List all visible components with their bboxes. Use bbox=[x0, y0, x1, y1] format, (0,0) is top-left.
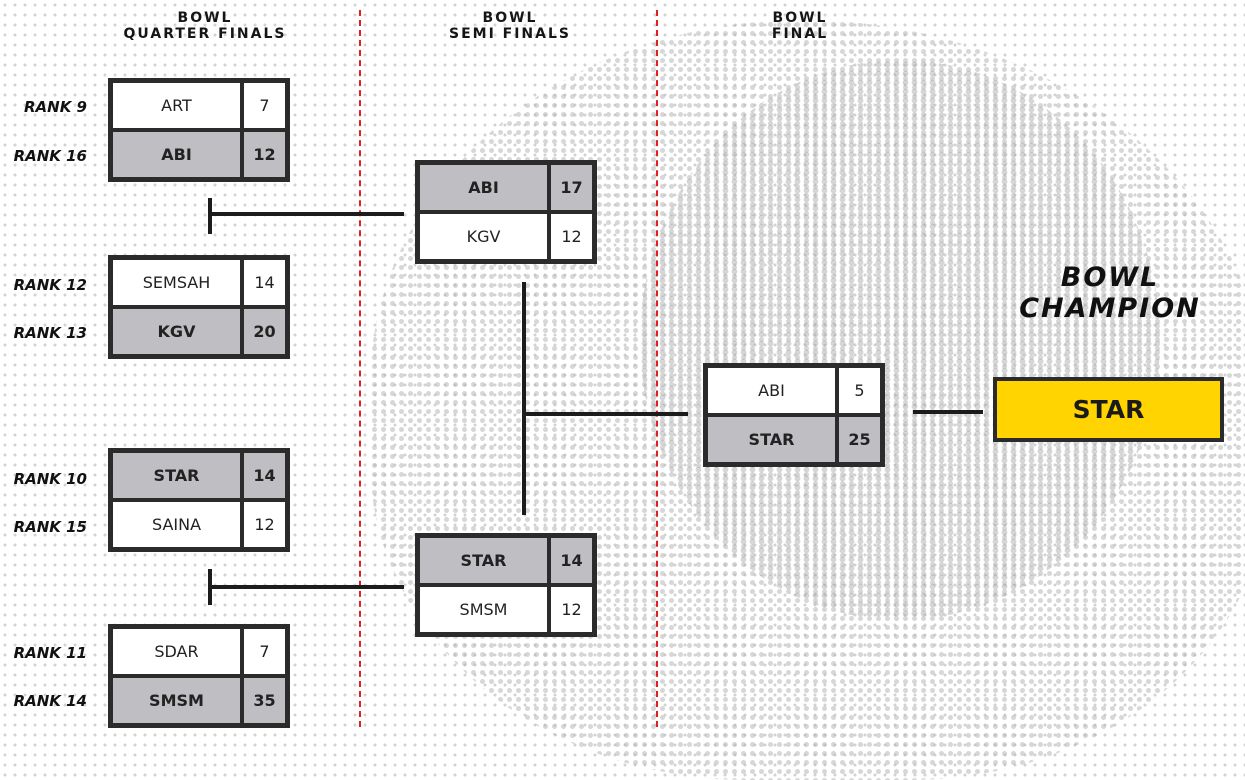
team-row-winner: ABI 12 bbox=[113, 132, 285, 177]
team-name: SMSM bbox=[113, 678, 240, 723]
team-score: 12 bbox=[551, 214, 592, 259]
match-quarterfinal-2: SEMSAH 14 KGV 20 bbox=[108, 255, 290, 359]
team-name: ART bbox=[113, 83, 240, 128]
team-score: 7 bbox=[244, 629, 285, 674]
team-name: KGV bbox=[113, 309, 240, 354]
team-name: STAR bbox=[113, 453, 240, 498]
header-quarter-line1: BOWL bbox=[177, 10, 233, 26]
rank-label: RANK 14 bbox=[13, 692, 87, 710]
connector-qf-1-2-vertical bbox=[208, 198, 212, 234]
team-score: 17 bbox=[551, 165, 592, 210]
team-name: SDAR bbox=[113, 629, 240, 674]
background-halftone-face bbox=[640, 60, 1160, 620]
team-row-winner: SMSM 35 bbox=[113, 678, 285, 723]
team-score: 14 bbox=[244, 260, 285, 305]
team-row-winner: ABI 17 bbox=[420, 165, 592, 210]
connector-sf-horizontal bbox=[522, 412, 688, 416]
rank-label: RANK 13 bbox=[13, 324, 87, 342]
team-row: KGV 12 bbox=[420, 214, 592, 259]
team-row: ABI 5 bbox=[708, 368, 880, 413]
header-semi-line1: BOWL bbox=[482, 10, 538, 26]
champion-heading: BOWL CHAMPION bbox=[975, 262, 1245, 324]
team-name: SAINA bbox=[113, 502, 240, 547]
match-semifinal-2: STAR 14 SMSM 12 bbox=[415, 533, 597, 637]
match-quarterfinal-1: ART 7 ABI 12 bbox=[108, 78, 290, 182]
champion-heading-line2: CHAMPION bbox=[1019, 293, 1201, 324]
header-semi-line2: SEMI FINALS bbox=[449, 26, 571, 42]
team-row: SAINA 12 bbox=[113, 502, 285, 547]
champion-team-box: STAR bbox=[993, 377, 1224, 442]
team-name: SMSM bbox=[420, 587, 547, 632]
connector-qf-1-2-horizontal bbox=[208, 212, 404, 216]
champion-heading-line1: BOWL bbox=[1060, 262, 1160, 293]
header-final-line1: BOWL bbox=[772, 10, 828, 26]
connector-sf-vertical bbox=[522, 282, 526, 515]
team-name: ABI bbox=[708, 368, 835, 413]
header-quarter-line2: QUARTER FINALS bbox=[123, 26, 287, 42]
rank-label: RANK 15 bbox=[13, 518, 87, 536]
connector-final-champion bbox=[913, 410, 983, 414]
rank-label: RANK 12 bbox=[13, 276, 87, 294]
team-score: 20 bbox=[244, 309, 285, 354]
team-row-winner: STAR 14 bbox=[113, 453, 285, 498]
team-name: STAR bbox=[708, 417, 835, 462]
team-score: 7 bbox=[244, 83, 285, 128]
team-score: 12 bbox=[244, 502, 285, 547]
rank-label: RANK 10 bbox=[13, 470, 87, 488]
team-name: ABI bbox=[113, 132, 240, 177]
header-semi-finals: BOWL SEMI FINALS bbox=[400, 10, 620, 42]
header-final-line2: FINAL bbox=[771, 26, 829, 42]
match-quarterfinal-3: STAR 14 SAINA 12 bbox=[108, 448, 290, 552]
team-row-winner: STAR 14 bbox=[420, 538, 592, 583]
team-row: SDAR 7 bbox=[113, 629, 285, 674]
team-score: 12 bbox=[244, 132, 285, 177]
team-score: 35 bbox=[244, 678, 285, 723]
match-semifinal-1: ABI 17 KGV 12 bbox=[415, 160, 597, 264]
team-name: STAR bbox=[420, 538, 547, 583]
team-score: 25 bbox=[839, 417, 880, 462]
team-row-winner: KGV 20 bbox=[113, 309, 285, 354]
team-name: ABI bbox=[420, 165, 547, 210]
match-final: ABI 5 STAR 25 bbox=[703, 363, 885, 467]
match-quarterfinal-4: SDAR 7 SMSM 35 bbox=[108, 624, 290, 728]
team-row: SMSM 12 bbox=[420, 587, 592, 632]
divider-semi-final bbox=[656, 10, 658, 727]
team-name: KGV bbox=[420, 214, 547, 259]
team-score: 14 bbox=[551, 538, 592, 583]
team-score: 14 bbox=[244, 453, 285, 498]
team-row: ART 7 bbox=[113, 83, 285, 128]
header-final: BOWL FINAL bbox=[740, 10, 860, 42]
team-row-winner: STAR 25 bbox=[708, 417, 880, 462]
divider-quarter-semi bbox=[359, 10, 361, 727]
team-score: 12 bbox=[551, 587, 592, 632]
rank-label: RANK 9 bbox=[24, 98, 87, 116]
rank-label: RANK 11 bbox=[13, 644, 87, 662]
team-row: SEMSAH 14 bbox=[113, 260, 285, 305]
team-score: 5 bbox=[839, 368, 880, 413]
connector-qf-3-4-horizontal bbox=[208, 585, 404, 589]
rank-label: RANK 16 bbox=[13, 147, 87, 165]
team-name: SEMSAH bbox=[113, 260, 240, 305]
header-quarter-finals: BOWL QUARTER FINALS bbox=[60, 10, 350, 42]
